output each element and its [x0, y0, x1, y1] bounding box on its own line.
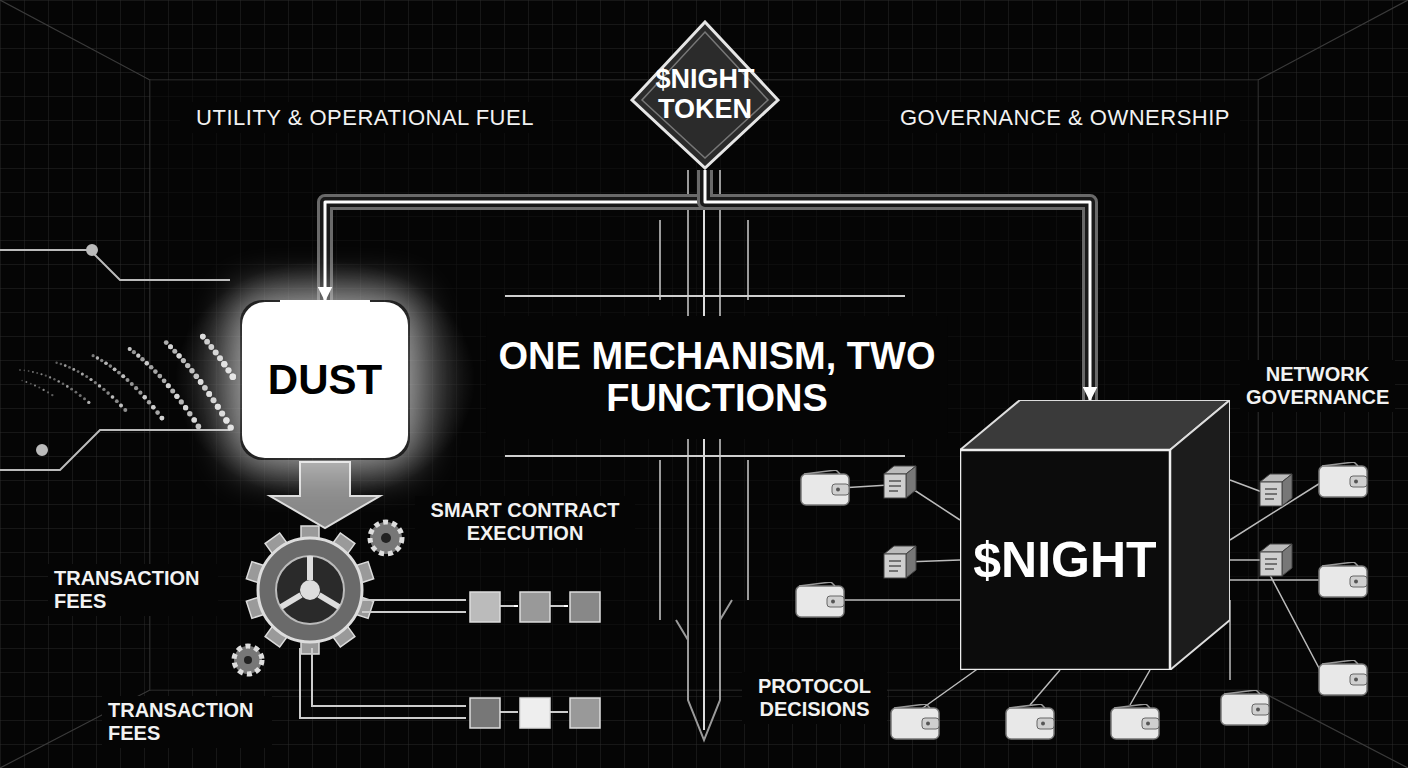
title-box: ONE MECHANISM, TWO FUNCTIONS: [485, 315, 949, 440]
callout-label: TRANSACTION FEES: [102, 696, 272, 748]
node-text: $NIGHT TOKEN: [650, 65, 760, 124]
callout-label: TRANSACTION FEES: [48, 564, 218, 616]
callout-label: SMART CONTRACT EXECUTION: [415, 496, 635, 548]
node-text: ONE MECHANISM, TWO FUNCTIONS: [485, 336, 949, 420]
pipe-connector: [325, 170, 705, 300]
token-diamond: $NIGHT TOKEN: [630, 20, 780, 170]
callout-label: NETWORK GOVERNANCE: [1240, 360, 1395, 412]
node-text: $NIGHT: [973, 533, 1156, 588]
callout-label: PROTOCOL DECISIONS: [742, 672, 887, 724]
section-heading: UTILITY & OPERATIONAL FUEL: [180, 102, 550, 133]
section-heading: GOVERNANCE & OWNERSHIP: [890, 102, 1240, 133]
night-cube: $NIGHT: [960, 400, 1230, 670]
dust-box: DUST: [240, 300, 410, 460]
node-text: DUST: [268, 357, 382, 403]
